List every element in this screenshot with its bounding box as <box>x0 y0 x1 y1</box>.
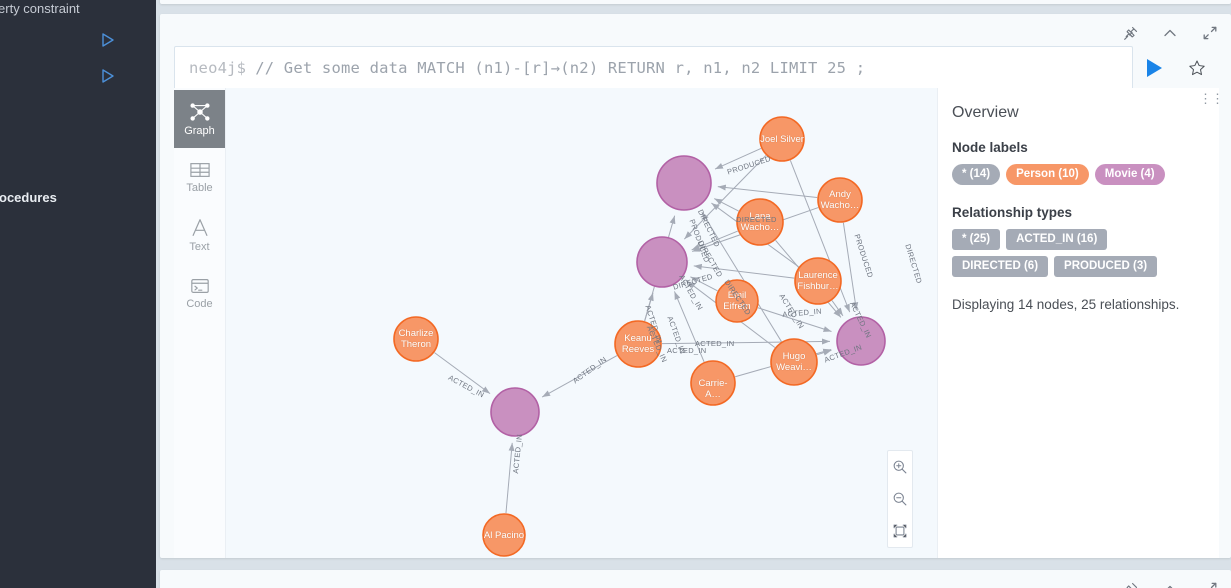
node-label-pill-1[interactable]: Person (10) <box>1006 164 1089 185</box>
play-icon <box>1146 59 1162 77</box>
graph-node-movie[interactable] <box>636 236 688 288</box>
graph-edge[interactable] <box>683 155 767 240</box>
node-layer <box>393 116 886 557</box>
relationship-type-pill-1[interactable]: ACTED_IN (16) <box>1006 229 1108 250</box>
graph-edge[interactable] <box>714 147 762 170</box>
node-label-pills: * (14)Person (10)Movie (4) <box>952 164 1201 185</box>
chevron-up-icon[interactable] <box>1159 22 1181 44</box>
graph-node-movie[interactable] <box>656 155 712 211</box>
graph-edge[interactable] <box>541 355 618 398</box>
graph-node-movie[interactable] <box>490 387 540 437</box>
query-editor-row: neo4j$ // Get some data MATCH (n1)-[r]→(… <box>174 46 1219 90</box>
graph-node-person[interactable] <box>759 116 805 162</box>
graph-edge[interactable] <box>644 292 654 322</box>
code-icon <box>190 279 209 293</box>
graph-canvas <box>393 116 886 557</box>
graph-edge[interactable] <box>691 230 738 251</box>
sidebar-text-fragment-top: property constraint <box>0 1 80 16</box>
table-icon <box>189 163 210 177</box>
pin-icon[interactable] <box>1119 22 1141 44</box>
main-canvas: neo4j$ // Get some data MATCH (n1)-[r]→(… <box>156 0 1231 588</box>
graph-edge[interactable] <box>714 198 739 212</box>
star-icon <box>1189 60 1205 76</box>
tab-graph[interactable]: Graph <box>174 90 225 148</box>
graph-edge[interactable] <box>842 222 859 311</box>
graph-edge[interactable] <box>505 442 515 514</box>
query-editor[interactable]: neo4j$ // Get some data MATCH (n1)-[r]→(… <box>174 46 1133 90</box>
tab-table[interactable]: Table <box>174 148 225 206</box>
zoom-controls <box>887 450 913 548</box>
sidebar-text-fragment-bottom: procedures <box>0 190 57 205</box>
favorite-button[interactable] <box>1175 46 1219 90</box>
next-frame-toolbar <box>1119 578 1221 588</box>
editor-prompt: neo4j$ <box>189 59 247 77</box>
relationship-type-pill-2[interactable]: DIRECTED (6) <box>952 256 1049 277</box>
result-body: Graph Table <box>174 88 1224 558</box>
graph-edge[interactable] <box>757 307 832 332</box>
chevron-up-icon-next[interactable] <box>1159 578 1181 588</box>
graph-node-movie[interactable] <box>836 316 886 366</box>
graph-edge[interactable] <box>690 276 718 292</box>
overview-panel: ⋮⋮ Overview Node labels * (14)Person (10… <box>937 88 1224 558</box>
graph-edge[interactable] <box>693 263 795 279</box>
next-frame-sliver <box>160 570 1231 588</box>
overview-drag-handle[interactable]: ⋮⋮ <box>1199 91 1224 106</box>
relationship-type-pills: * (25)ACTED_IN (16) DIRECTED (6)PRODUCED … <box>952 229 1201 277</box>
tab-code[interactable]: Code <box>174 264 225 322</box>
graph-node-person[interactable] <box>794 257 842 305</box>
graph-icon <box>189 103 210 121</box>
frame-toolbar <box>1119 22 1221 44</box>
query-text: // Get some data MATCH (n1)-[r]→(n2) RET… <box>255 59 866 77</box>
overview-footer: Displaying 14 nodes, 25 relationships. <box>952 297 1180 312</box>
relationship-types-heading: Relationship types <box>952 205 1073 220</box>
expand-diagonal-icon-next[interactable] <box>1199 578 1221 588</box>
pin-icon-next[interactable] <box>1119 578 1141 588</box>
query-result-frame: neo4j$ // Get some data MATCH (n1)-[r]→(… <box>160 14 1231 558</box>
view-tabs-rail: Graph Table <box>174 88 226 558</box>
graph-node-person[interactable] <box>770 338 818 386</box>
node-labels-heading: Node labels <box>952 140 1028 155</box>
graph-node-person[interactable] <box>715 279 759 323</box>
zoom-in-icon[interactable] <box>888 451 912 483</box>
graph-edge[interactable] <box>673 291 705 362</box>
graph-node-person[interactable] <box>393 316 439 362</box>
zoom-out-icon[interactable] <box>888 483 912 515</box>
fit-to-screen-icon[interactable] <box>888 515 912 547</box>
previous-frame-sliver <box>160 0 1231 4</box>
expand-diagonal-icon[interactable] <box>1199 22 1221 44</box>
relationship-type-pill-3[interactable]: PRODUCED (3) <box>1054 256 1158 277</box>
graph-node-person[interactable] <box>817 177 863 223</box>
tab-table-label: Table <box>186 182 213 194</box>
graph-edge[interactable] <box>701 211 782 342</box>
edge-layer <box>434 147 859 514</box>
node-label-pill-0[interactable]: * (14) <box>952 164 1001 185</box>
run-query-button[interactable] <box>1133 46 1175 90</box>
graph-edge[interactable] <box>831 300 844 317</box>
tab-text-label: Text <box>189 241 210 253</box>
relationship-type-pill-0[interactable]: * (25) <box>952 229 1001 250</box>
play-triangle-icon-2[interactable] <box>99 67 117 85</box>
sidebar-rail <box>140 0 156 588</box>
node-label-pill-2[interactable]: Movie (4) <box>1094 164 1165 185</box>
graph-edge[interactable] <box>717 184 818 199</box>
tab-text[interactable]: Text <box>174 206 225 264</box>
tab-graph-label: Graph <box>184 125 215 137</box>
graph-edge[interactable] <box>434 352 491 395</box>
left-sidebar: property constraint procedures <box>0 0 140 588</box>
overview-title: Overview <box>952 104 1019 121</box>
text-icon <box>192 219 207 236</box>
tab-code-label: Code <box>186 298 213 310</box>
play-triangle-icon-1[interactable] <box>99 31 117 49</box>
graph-node-person[interactable] <box>614 320 662 368</box>
graph-node-person[interactable] <box>482 513 526 557</box>
graph-node-person[interactable] <box>690 360 736 406</box>
graph-node-person[interactable] <box>736 198 784 246</box>
